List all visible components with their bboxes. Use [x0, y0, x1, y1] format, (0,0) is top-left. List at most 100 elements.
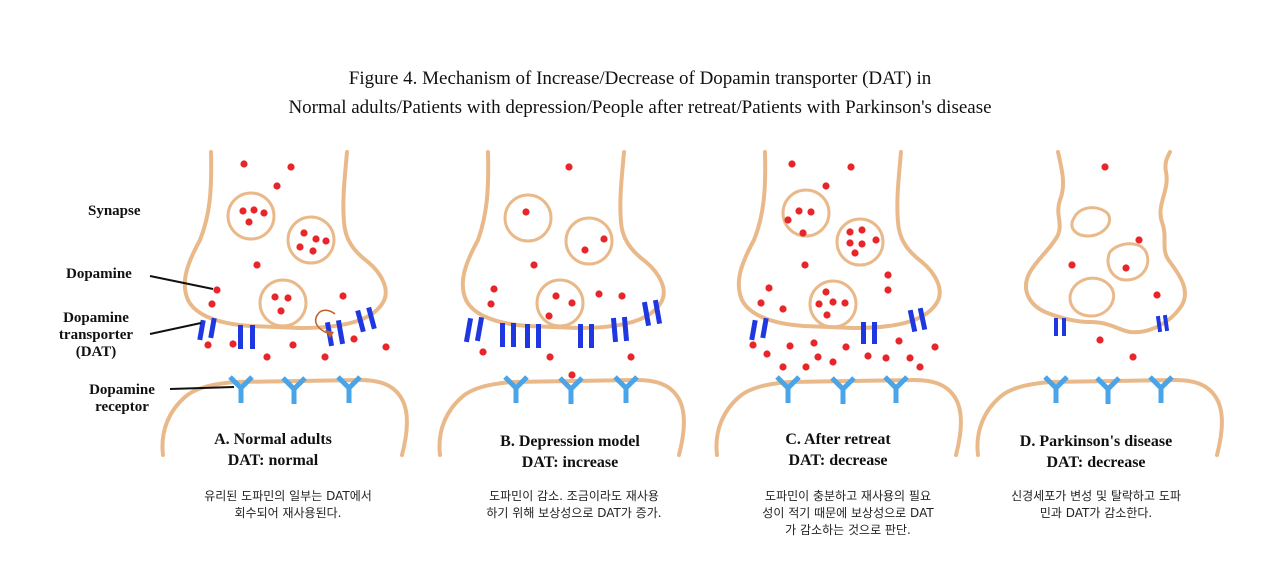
- dopamine-dot: [1101, 163, 1109, 171]
- dopamine-dot: [786, 342, 794, 350]
- dopamine-dot: [300, 229, 308, 237]
- dopamine-dot: [271, 293, 279, 301]
- dopamine-dot: [1129, 353, 1137, 361]
- dopamine-dot: [289, 341, 297, 349]
- dopamine-dot: [906, 354, 914, 362]
- panel-c-title: C. After retreat DAT: decrease: [785, 431, 891, 469]
- dat-transporter-c: [861, 322, 877, 344]
- dopamine-dot: [795, 207, 803, 215]
- vesicle: [835, 217, 885, 267]
- panel-b-title: B. Depression model DAT: increase: [500, 433, 640, 471]
- vesicle: [808, 279, 858, 329]
- reuptake-arrow-head: [325, 330, 334, 338]
- dat-transporter-c: [749, 317, 769, 341]
- dopamine-dot: [846, 228, 854, 236]
- dopamine-receptor: [775, 375, 801, 403]
- dopamine-dot: [253, 261, 261, 269]
- dopamine-receptor: [558, 376, 584, 404]
- dopamine-dot: [321, 353, 329, 361]
- dopamine-dot: [1122, 264, 1130, 272]
- figure-title: Figure 4. Mechanism of Increase/Decrease…: [0, 64, 1280, 122]
- dopamine-dot: [273, 182, 281, 190]
- dopamine-dot: [829, 298, 837, 306]
- vesicle: [781, 188, 831, 238]
- dopamine-dot: [847, 163, 855, 171]
- dopamine-dot: [545, 312, 553, 320]
- dopamine-dot: [479, 348, 487, 356]
- dat-transporter-b: [500, 323, 516, 347]
- dopamine-dot: [565, 163, 573, 171]
- dopamine-dot: [229, 340, 237, 348]
- dopamine-dot: [779, 305, 787, 313]
- dopamine-dot: [802, 363, 810, 371]
- dopamine-dot: [916, 363, 924, 371]
- dopamine-dot: [765, 284, 773, 292]
- dopamine-dot: [749, 341, 757, 349]
- dat-transporter-a4: [355, 306, 377, 333]
- dopamine-dot: [1153, 291, 1161, 299]
- degenerated-vesicle: [1070, 206, 1111, 238]
- dopamine-dot: [530, 261, 538, 269]
- dopamine-receptor: [503, 375, 529, 403]
- dat-transporter-a2: [238, 325, 255, 349]
- dopamine-dot: [568, 299, 576, 307]
- dopamine-receptor: [1095, 376, 1121, 404]
- synapse-label: Synapse: [88, 203, 141, 219]
- presynaptic-membrane-a: [182, 150, 388, 330]
- dopamine-dot: [595, 290, 603, 298]
- dopamine-dot: [240, 160, 248, 168]
- dopamine-dot: [799, 229, 807, 237]
- postsynaptic-membrane-c: [714, 378, 963, 457]
- dopamine-dot: [287, 163, 295, 171]
- degenerated-vesicle: [1068, 276, 1116, 318]
- dat-transporter-b: [578, 324, 594, 348]
- dopamine-dot: [1068, 261, 1076, 269]
- panel-a-title: A. Normal adults DAT: normal: [214, 431, 332, 469]
- dopamine-receptor: [336, 375, 362, 403]
- vesicle: [535, 278, 585, 328]
- dopamine-dot: [779, 363, 787, 371]
- panel-b-note: 도파민이 감소. 조금이라도 재사용 하기 위해 보상성으로 DAT가 증가.: [486, 489, 662, 520]
- dopamine-receptor: [1148, 375, 1174, 403]
- dat-label: Dopamine transporter (DAT): [58, 310, 134, 360]
- panel-a-note: 유리된 도파민의 일부는 DAT에서 회수되어 재사용된다.: [204, 489, 372, 520]
- presynaptic-membrane-c: [736, 150, 942, 330]
- dopamine-receptor: [1043, 375, 1069, 403]
- figure-title-line1: Figure 4. Mechanism of Increase/Decrease…: [348, 68, 932, 89]
- dopamine-dot: [322, 237, 330, 245]
- dopamine-receptor: [883, 375, 909, 403]
- dopamine-dot: [784, 216, 792, 224]
- dat-transporter-b: [641, 299, 663, 327]
- dopamine-dot: [546, 353, 554, 361]
- dopamine-dot: [895, 337, 903, 345]
- dopamine-dot: [627, 353, 635, 361]
- dopamine-dot: [581, 246, 589, 254]
- dat-transporter-b: [463, 316, 485, 343]
- dopamine-dot: [823, 311, 831, 319]
- dopamine-dot: [822, 288, 830, 296]
- dopamine-dot: [382, 343, 390, 351]
- dopamine-dot: [810, 339, 818, 347]
- dopamine-leader-line: [149, 275, 214, 290]
- presynaptic-membrane-b: [460, 150, 666, 330]
- dopamine-dot: [884, 271, 892, 279]
- dopamine-dot: [846, 239, 854, 247]
- dopamine-dot: [339, 292, 347, 300]
- dopamine-dot: [882, 354, 890, 362]
- dopamine-dot: [801, 261, 809, 269]
- panel-d-title: D. Parkinson's disease DAT: decrease: [1019, 433, 1173, 471]
- dopamine-receptor: [830, 376, 856, 404]
- dopamine-dot: [864, 352, 872, 360]
- dopamine-dot: [884, 286, 892, 294]
- panel-c-note: 도파민이 충분하고 재사용의 필요 성이 적기 때문에 보상성으로 DAT 가 …: [762, 489, 934, 537]
- receptor-label: Dopamine receptor: [89, 382, 155, 415]
- dopamine-dot: [568, 371, 576, 379]
- dat-transporter-b: [525, 324, 541, 348]
- dopamine-receptor: [281, 376, 307, 404]
- dopamine-dot: [872, 236, 880, 244]
- dopamine-dot: [213, 286, 221, 294]
- dopamine-dot: [1135, 236, 1143, 244]
- vesicle: [503, 193, 553, 243]
- dopamine-dot: [284, 294, 292, 302]
